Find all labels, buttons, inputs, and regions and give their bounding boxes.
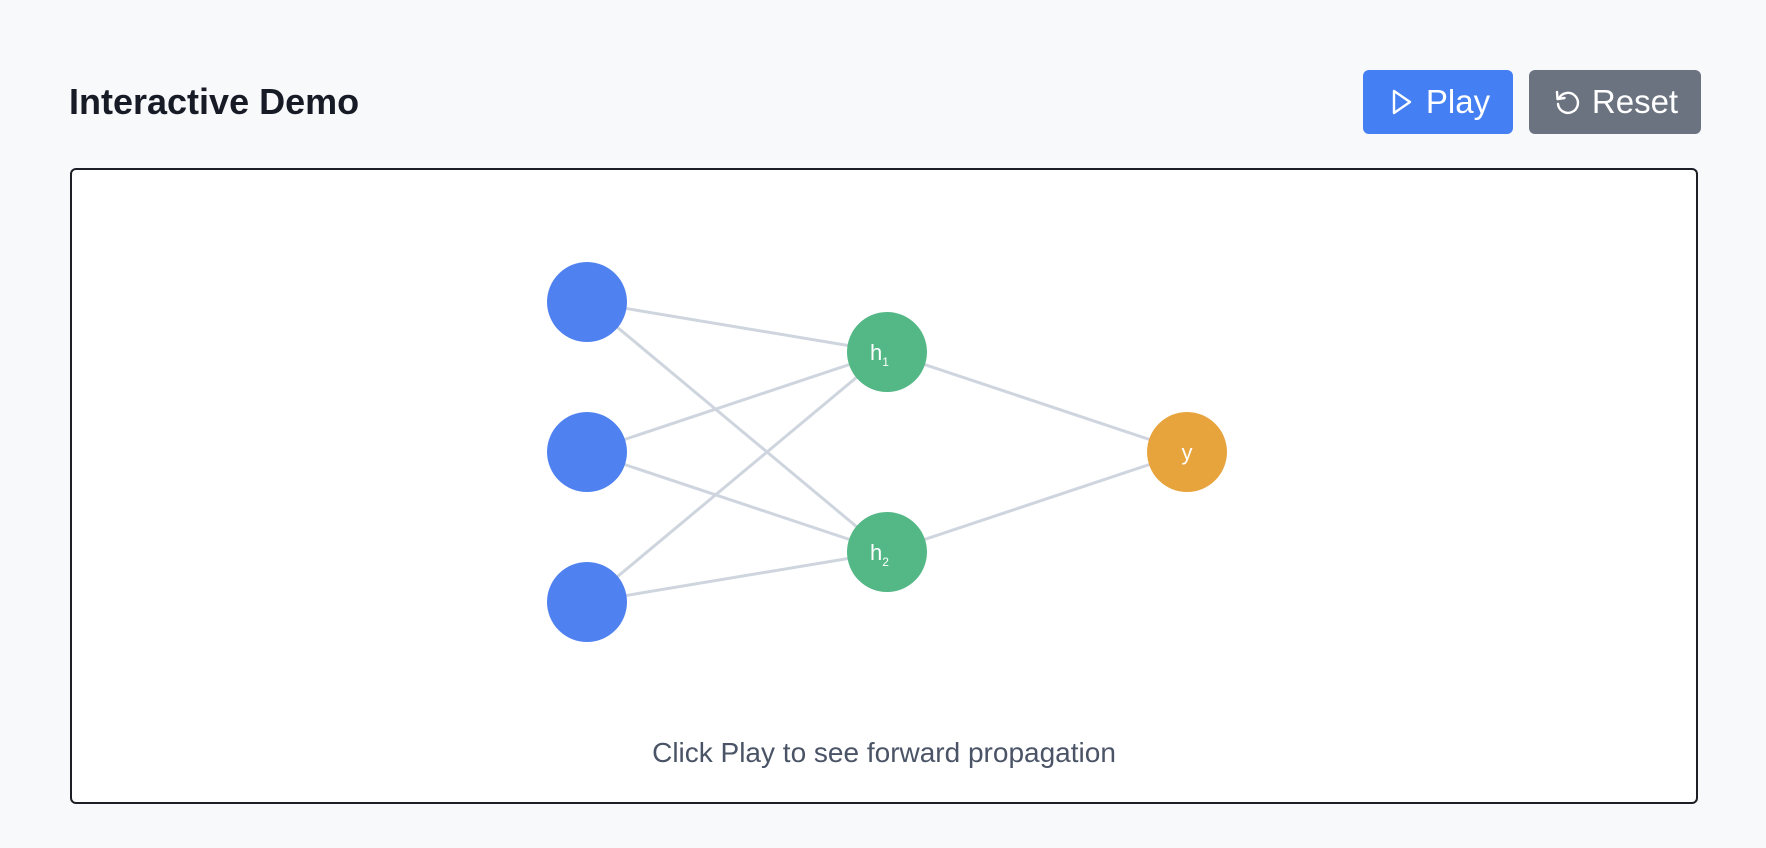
hidden-node-2-base: h [870,540,882,565]
input-layer [547,262,627,642]
edge-in1-h1 [586,300,888,354]
reset-button-label: Reset [1591,83,1679,120]
output-node-label: y [1182,440,1193,465]
hidden-node-1-base: h [870,340,882,365]
edge-in2-h2 [586,450,888,554]
output-layer: y [1147,412,1227,492]
reset-button[interactable]: Reset [1529,70,1701,134]
demo-header: Interactive Demo Play Reset [69,70,1701,136]
network-edges [586,300,1188,604]
edge-h1-out [886,350,1188,454]
input-node-3[interactable] [547,562,627,642]
status-caption: Click Play to see forward propagation [652,737,1116,768]
hidden-node-1[interactable] [847,312,927,392]
play-button-label: Play [1425,83,1491,120]
edge-in1-h2 [586,300,888,554]
play-icon [1386,87,1416,117]
hidden-node-1-label: h1 [870,340,889,369]
edge-in2-h1 [586,350,888,454]
demo-panel: h1 h2 y Click Play to see forward propag… [70,168,1698,804]
hidden-layer: h1 h2 [847,312,927,592]
output-node[interactable] [1147,412,1227,492]
edge-in3-h1 [586,350,888,604]
input-node-1[interactable] [547,262,627,342]
edge-h2-out [886,450,1188,554]
page-title: Interactive Demo [69,81,360,122]
hidden-node-2-sub: 2 [882,555,889,569]
play-button[interactable]: Play [1363,70,1513,134]
hidden-node-2-label: h2 [870,540,889,569]
edge-in3-h2 [586,550,888,604]
hidden-node-2[interactable] [847,512,927,592]
input-node-2[interactable] [547,412,627,492]
neural-network-diagram: h1 h2 y [547,262,1227,642]
reset-icon [1552,87,1582,117]
hidden-node-1-sub: 1 [882,355,889,369]
